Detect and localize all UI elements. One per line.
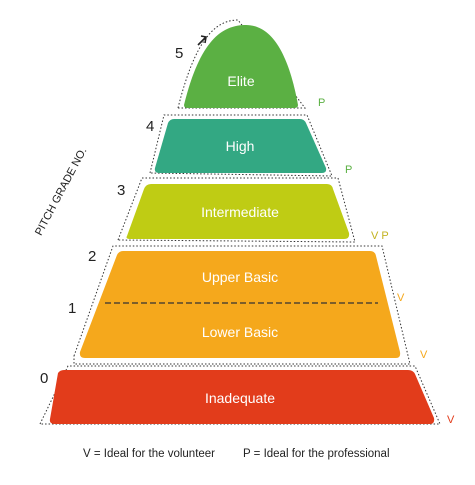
label-elite: Elite <box>227 73 254 89</box>
grade-number-0: 0 <box>40 370 49 387</box>
mark-grade-0: V <box>447 414 455 426</box>
arrow-tick-icon <box>197 35 207 46</box>
mark-grade-1: V <box>420 349 428 361</box>
grade-number-3: 3 <box>117 182 126 199</box>
label-intermediate: Intermediate <box>201 204 279 220</box>
outline-grade-4 <box>149 114 333 177</box>
mark-grade-3: V P <box>371 230 389 242</box>
label-upper-basic: Upper Basic <box>202 269 278 285</box>
legend-professional: P = Ideal for the professional <box>243 448 390 460</box>
tier-inadequate <box>49 370 435 424</box>
grade-number-2: 2 <box>88 248 97 265</box>
mark-grade-2: V <box>397 292 405 304</box>
outline-grade-1-2 <box>73 245 411 365</box>
legend-volunteer: V = Ideal for the volunteer <box>83 448 216 460</box>
tier-elite <box>184 25 298 108</box>
label-lower-basic: Lower Basic <box>202 324 278 340</box>
mark-grade-5: P <box>318 97 326 109</box>
tier-intermediate <box>126 184 350 239</box>
grade-number-5: 5 <box>175 45 184 62</box>
label-high: High <box>226 138 255 154</box>
tier-high <box>154 119 327 173</box>
grade-number-1: 1 <box>68 300 77 317</box>
mark-grade-4: P <box>345 164 353 176</box>
grade-number-4: 4 <box>146 118 155 135</box>
label-inadequate: Inadequate <box>205 390 275 406</box>
tier-basic <box>79 251 401 358</box>
